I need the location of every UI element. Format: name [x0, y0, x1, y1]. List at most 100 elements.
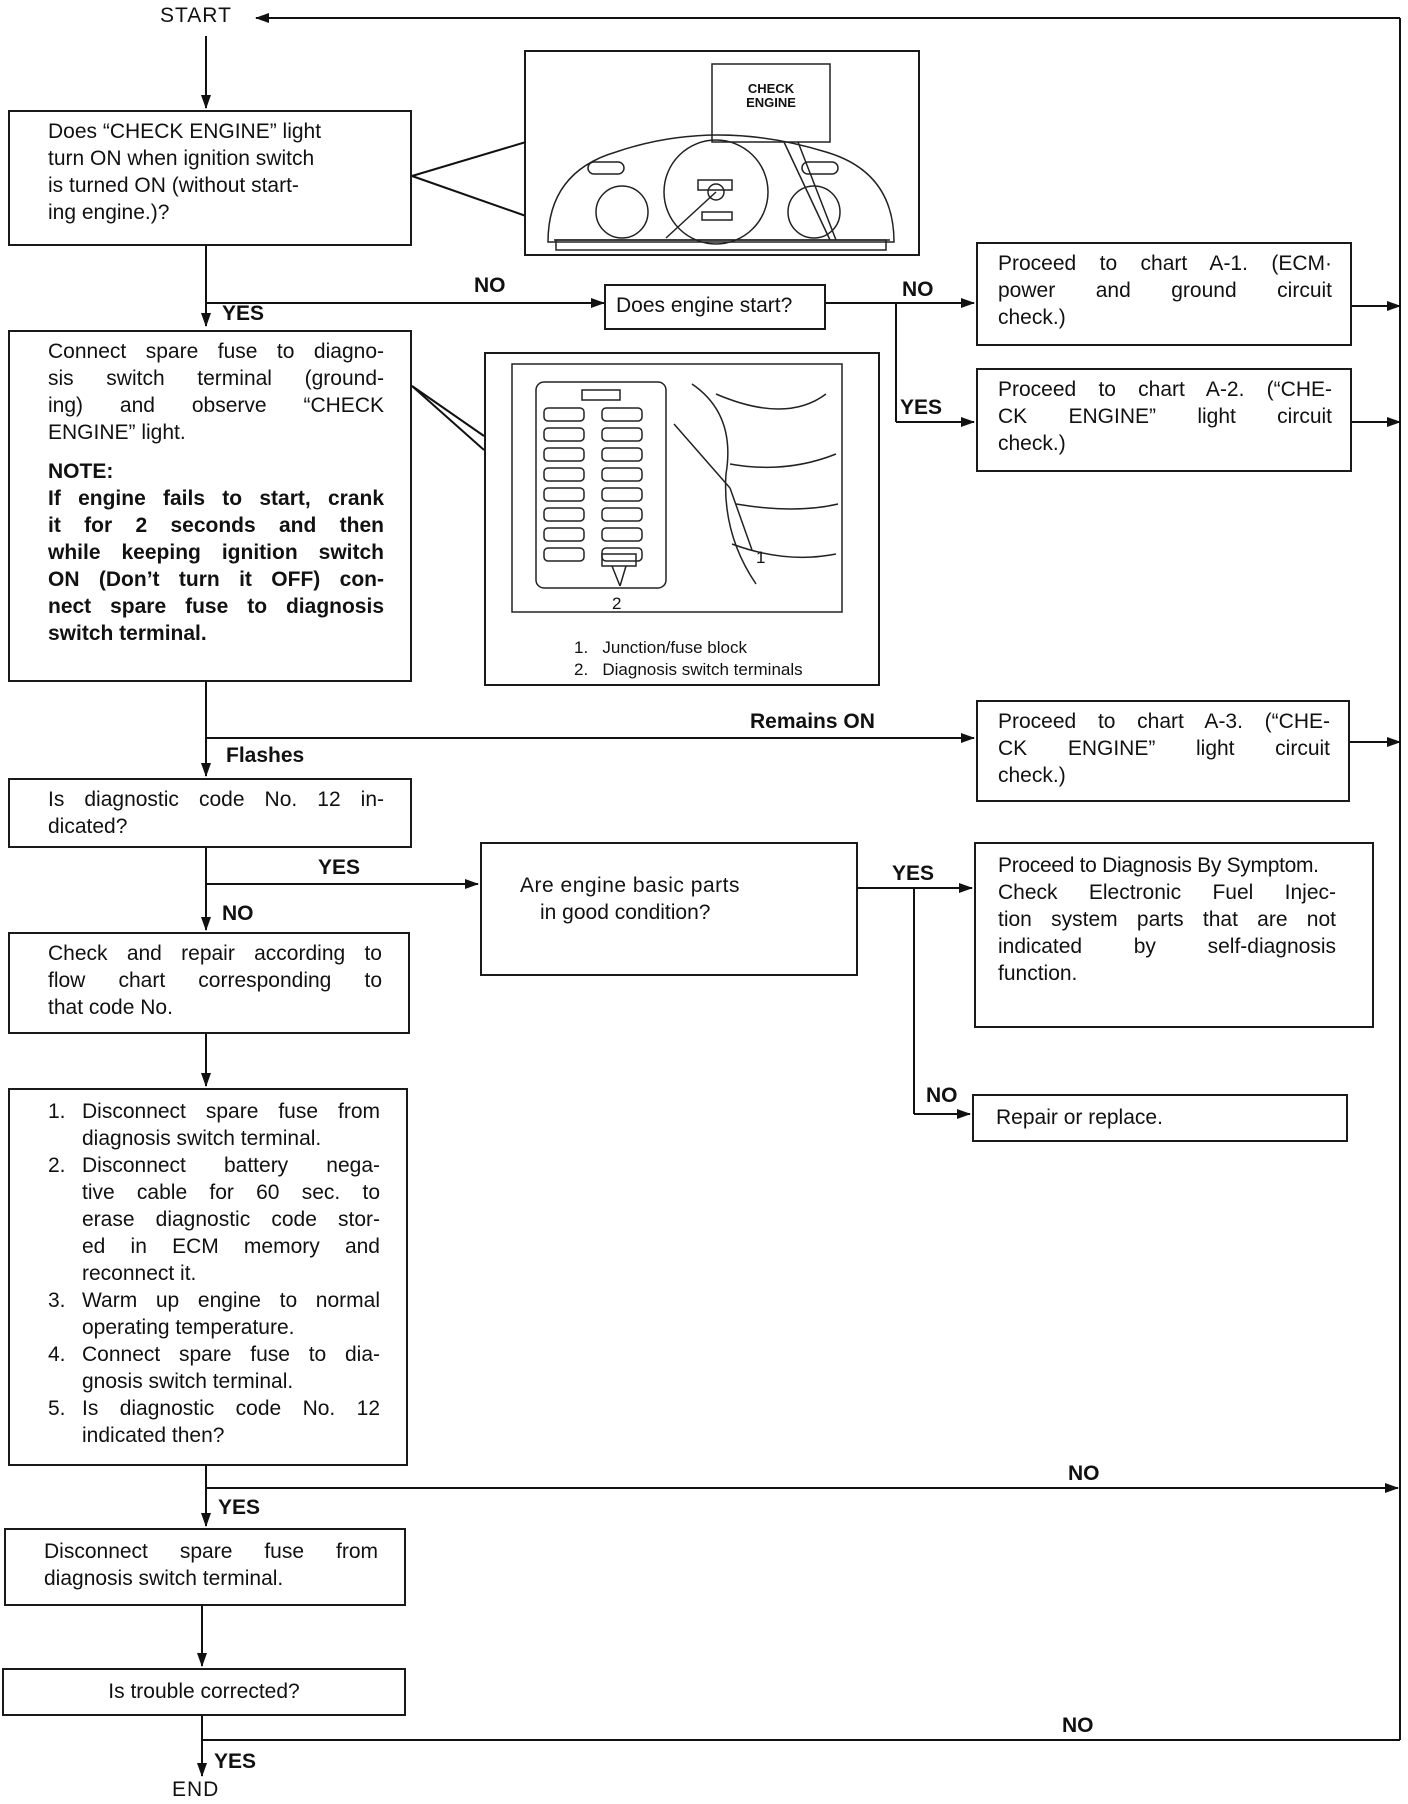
caption-number: 2. — [574, 660, 589, 679]
step-number: 1. — [48, 1100, 66, 1123]
instruction-line: Check and repair according to — [48, 942, 382, 965]
question-line: turn ON when ignition switch — [48, 147, 315, 170]
question-line: Does “CHECK ENGINE” light — [48, 120, 322, 143]
chart-line: power and ground circuit — [998, 279, 1332, 302]
question-line: ing engine.)? — [48, 201, 170, 224]
caption-text: Diagnosis switch terminals — [602, 660, 803, 679]
yes-label-basic-parts: YES — [892, 862, 935, 885]
instrument-cluster-figure: CHECK ENGINE — [524, 50, 920, 256]
chart-line: check.) — [998, 306, 1066, 329]
step-number: 3. — [48, 1289, 66, 1312]
instruction-line: diagnosis switch terminal. — [44, 1567, 284, 1590]
yes-label-check-engine: YES — [222, 302, 265, 325]
instruction-line: Disconnect spare fuse from — [44, 1540, 378, 1563]
yes-label-steps: YES — [218, 1496, 261, 1519]
check-and-repair-box: Check and repair according to flow chart… — [8, 932, 410, 1034]
chart-line: check.) — [998, 432, 1066, 455]
fuse-block-illustration — [511, 363, 843, 613]
step-item: 4.Connect spare fuse to dia-gnosis switc… — [48, 1341, 380, 1395]
chart-a2-box: Proceed to chart A-2. (“CHE- CK ENGINE” … — [976, 368, 1352, 472]
symptom-line: Proceed to Diagnosis By Symptom. — [998, 854, 1319, 877]
engine-start-question-box: Does engine start? — [604, 284, 826, 330]
callout-line: ENGINE — [746, 95, 796, 110]
yes-label-code-12: YES — [318, 856, 361, 879]
chart-a1-box: Proceed to chart A-1. (ECM· power and gr… — [976, 242, 1352, 346]
note-title: NOTE: — [48, 460, 114, 483]
action-text: Repair or replace. — [996, 1106, 1163, 1129]
diagnosis-by-symptom-box: Proceed to Diagnosis By Symptom. Check E… — [974, 842, 1374, 1028]
chart-line: Proceed to chart A-3. (“CHE- — [998, 710, 1330, 733]
chart-a3-box: Proceed to chart A-3. (“CHE- CK ENGINE” … — [976, 700, 1350, 802]
no-label-steps: NO — [1068, 1462, 1100, 1485]
question-line: in good condition? — [540, 901, 711, 924]
question-line: Are engine basic parts — [520, 874, 740, 897]
symptom-line: function. — [998, 962, 1078, 985]
step-line: indicated then? — [82, 1424, 225, 1447]
connect-spare-fuse-box: Connect spare fuse to diagno- sis switch… — [8, 330, 412, 682]
note-line: it for 2 seconds and then — [48, 514, 384, 537]
callout-line: CHECK — [747, 81, 795, 96]
symptom-line: tion system parts that are not — [998, 908, 1336, 931]
check-engine-light-question-box: Does “CHECK ENGINE” light turn ON when i… — [8, 110, 412, 246]
figure-caption-item: 2. Diagnosis switch terminals — [574, 658, 803, 681]
end-terminal: END — [172, 1778, 220, 1801]
note-line: ON (Don’t turn it OFF) con- — [48, 568, 384, 591]
flashes-label: Flashes — [226, 744, 305, 767]
question-line: is turned ON (without start- — [48, 174, 299, 197]
instruction-line: ENGINE” light. — [48, 421, 186, 444]
check-engine-callout: CHECK ENGINE — [726, 82, 816, 110]
step-line: operating temperature. — [82, 1316, 295, 1339]
step-item: 5. Is diagnostic code No. 12 indicated the… — [48, 1395, 380, 1449]
repair-or-replace-box: Repair or replace. — [972, 1094, 1348, 1142]
instrument-cluster-illustration — [547, 63, 895, 251]
question-line: dicated? — [48, 815, 128, 838]
chart-line: check.) — [998, 764, 1066, 787]
instruction-line: flow chart corresponding to — [48, 969, 382, 992]
step-line: Disconnect battery nega- — [82, 1154, 380, 1177]
no-label-corrected: NO — [1062, 1714, 1094, 1737]
instruction-line: that code No. — [48, 996, 173, 1019]
step-line: reconnect it. — [82, 1262, 197, 1285]
no-label-basic-parts: NO — [926, 1084, 958, 1107]
chart-line: Proceed to chart A-2. (“CHE- — [998, 378, 1332, 401]
step-line: Disconnect spare fuse from — [82, 1100, 380, 1123]
question-text: Does engine start? — [616, 294, 793, 317]
instruction-line: sis switch terminal (ground- — [48, 367, 384, 390]
chart-line: CK ENGINE” light circuit — [998, 405, 1332, 428]
figure-caption-item: 1. Junction/fuse block — [574, 636, 747, 659]
chart-line: Proceed to chart A-1. (ECM· — [998, 252, 1332, 275]
question-line: Is diagnostic code No. 12 in- — [48, 788, 384, 811]
step-number: 5. — [48, 1397, 66, 1420]
caption-number: 1. — [574, 638, 589, 657]
start-terminal: START — [160, 4, 232, 27]
disconnect-spare-fuse-box: Disconnect spare fuse from diagnosis swi… — [4, 1528, 406, 1606]
no-label-check-engine: NO — [474, 274, 506, 297]
symptom-line: indicated by self-diagnosis — [998, 935, 1336, 958]
step-item: 2.Disconnect battery nega-tive cable for… — [48, 1152, 380, 1287]
instruction-line: Connect spare fuse to diagno- — [48, 340, 384, 363]
trouble-corrected-question-box: Is trouble corrected? — [2, 1668, 406, 1716]
remains-on-label: Remains ON — [750, 710, 875, 733]
step-number: 4. — [48, 1343, 66, 1366]
step-line: ed in ECM memory and — [82, 1235, 380, 1258]
step-item: 3. Warm up engine to normal operating temp… — [48, 1287, 380, 1341]
code-12-question-box: Is diagnostic code No. 12 in- dicated? — [8, 778, 412, 848]
junction-fuse-block-figure: 1 2 1. Junction/fuse block 2. Diagnosis … — [484, 352, 880, 686]
no-label-code-12: NO — [222, 902, 254, 925]
note-line: If engine fails to start, crank — [48, 487, 384, 510]
step-number: 2. — [48, 1154, 66, 1177]
instruction-line: ing) and observe “CHECK — [48, 394, 384, 417]
step-line: Is diagnostic code No. 12 — [82, 1397, 380, 1420]
callout-number-1: 1 — [756, 548, 766, 567]
yes-label-corrected: YES — [214, 1750, 257, 1773]
basic-parts-question-box: Are engine basic parts in good condition… — [480, 842, 858, 976]
note-line: while keeping ignition switch — [48, 541, 384, 564]
caption-text: Junction/fuse block — [602, 638, 747, 657]
callout-number-2: 2 — [612, 594, 622, 613]
step-line: Warm up engine to normal — [82, 1289, 380, 1312]
no-label-engine-start: NO — [902, 278, 934, 301]
